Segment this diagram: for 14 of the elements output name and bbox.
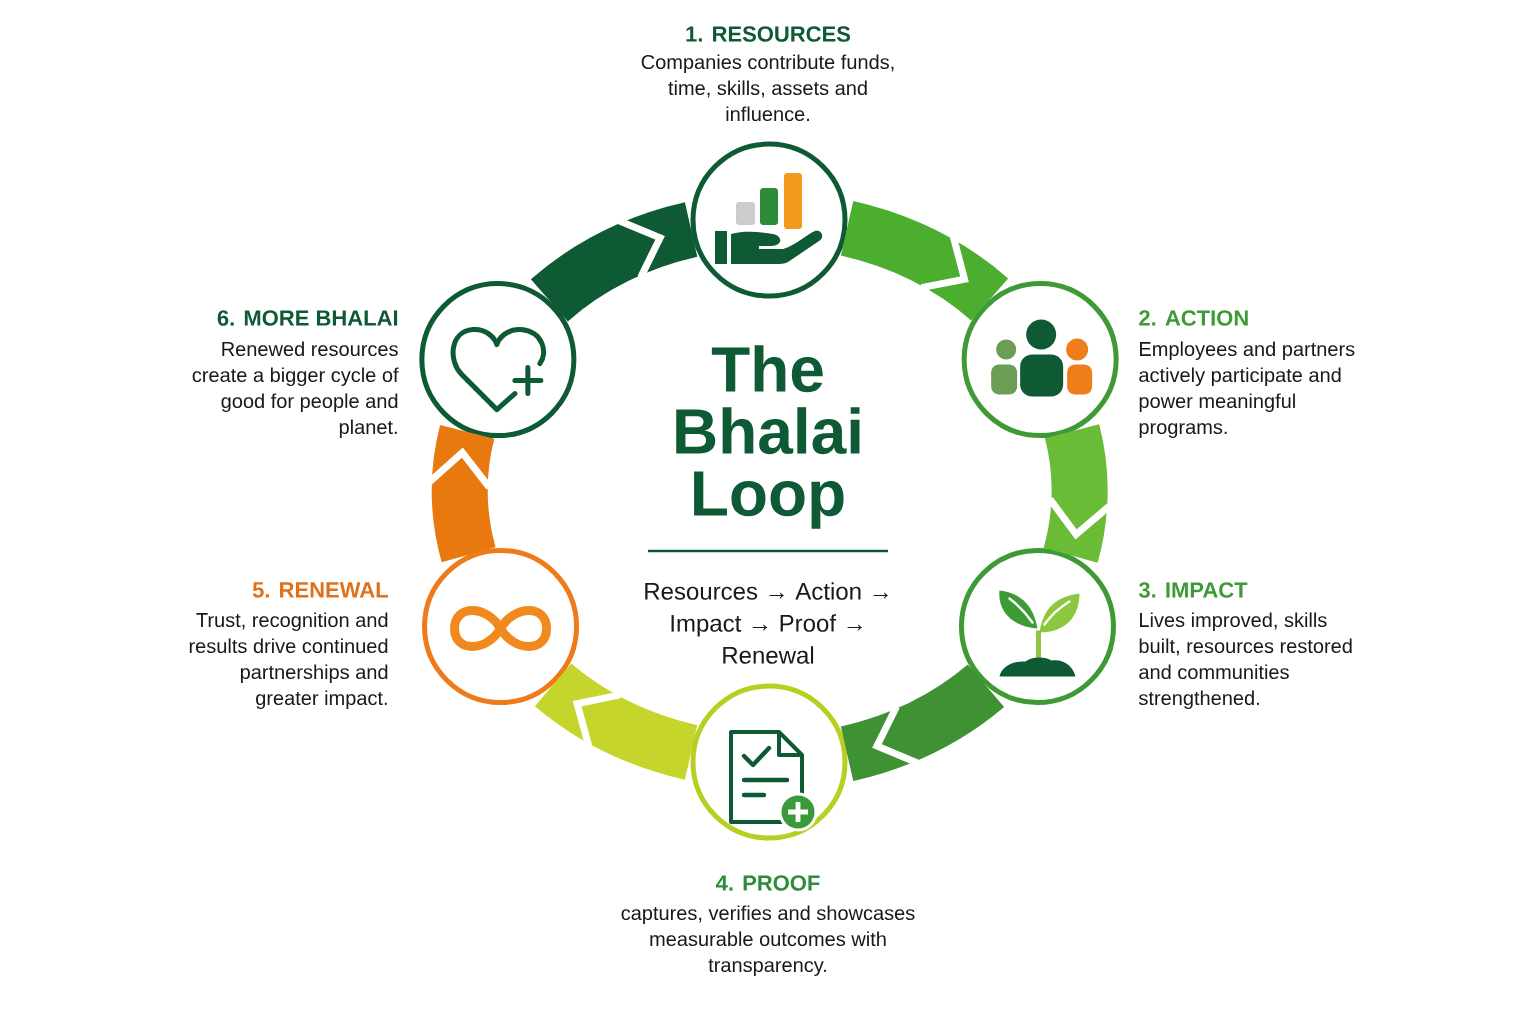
- step-heading: 1. RESOURCES: [686, 26, 851, 42]
- step-description: captures, verifies and showcases measurable outcomes with transparency.: [621, 905, 915, 977]
- step-description: Companies contribute funds, time, skills, assets and influence.: [641, 54, 894, 122]
- step-heading: 3. IMPACT: [1138, 582, 1248, 598]
- flow-summary: Resources → Action → Impact → Proof → Renewal: [645, 582, 888, 664]
- step-description: Employees and partners actively participate and power meaningful programs.: [1139, 341, 1355, 439]
- step-heading: 5. RENEWAL: [252, 582, 388, 598]
- step-heading: 2. ACTION: [1139, 310, 1248, 326]
- step-heading: 6. MORE BHALAI: [217, 310, 398, 326]
- step-description: Trust, recognition and results drive continued partnerships and greater impact.: [189, 612, 388, 710]
- step-heading: 4. PROOF: [716, 875, 820, 891]
- step-description: Lives improved, skills built, resources restored and communities strengthened.: [1139, 612, 1352, 710]
- title: The Bhalai Loop: [676, 345, 860, 529]
- step-description: Renewed resources create a bigger cycle of good for people and planet.: [192, 341, 399, 439]
